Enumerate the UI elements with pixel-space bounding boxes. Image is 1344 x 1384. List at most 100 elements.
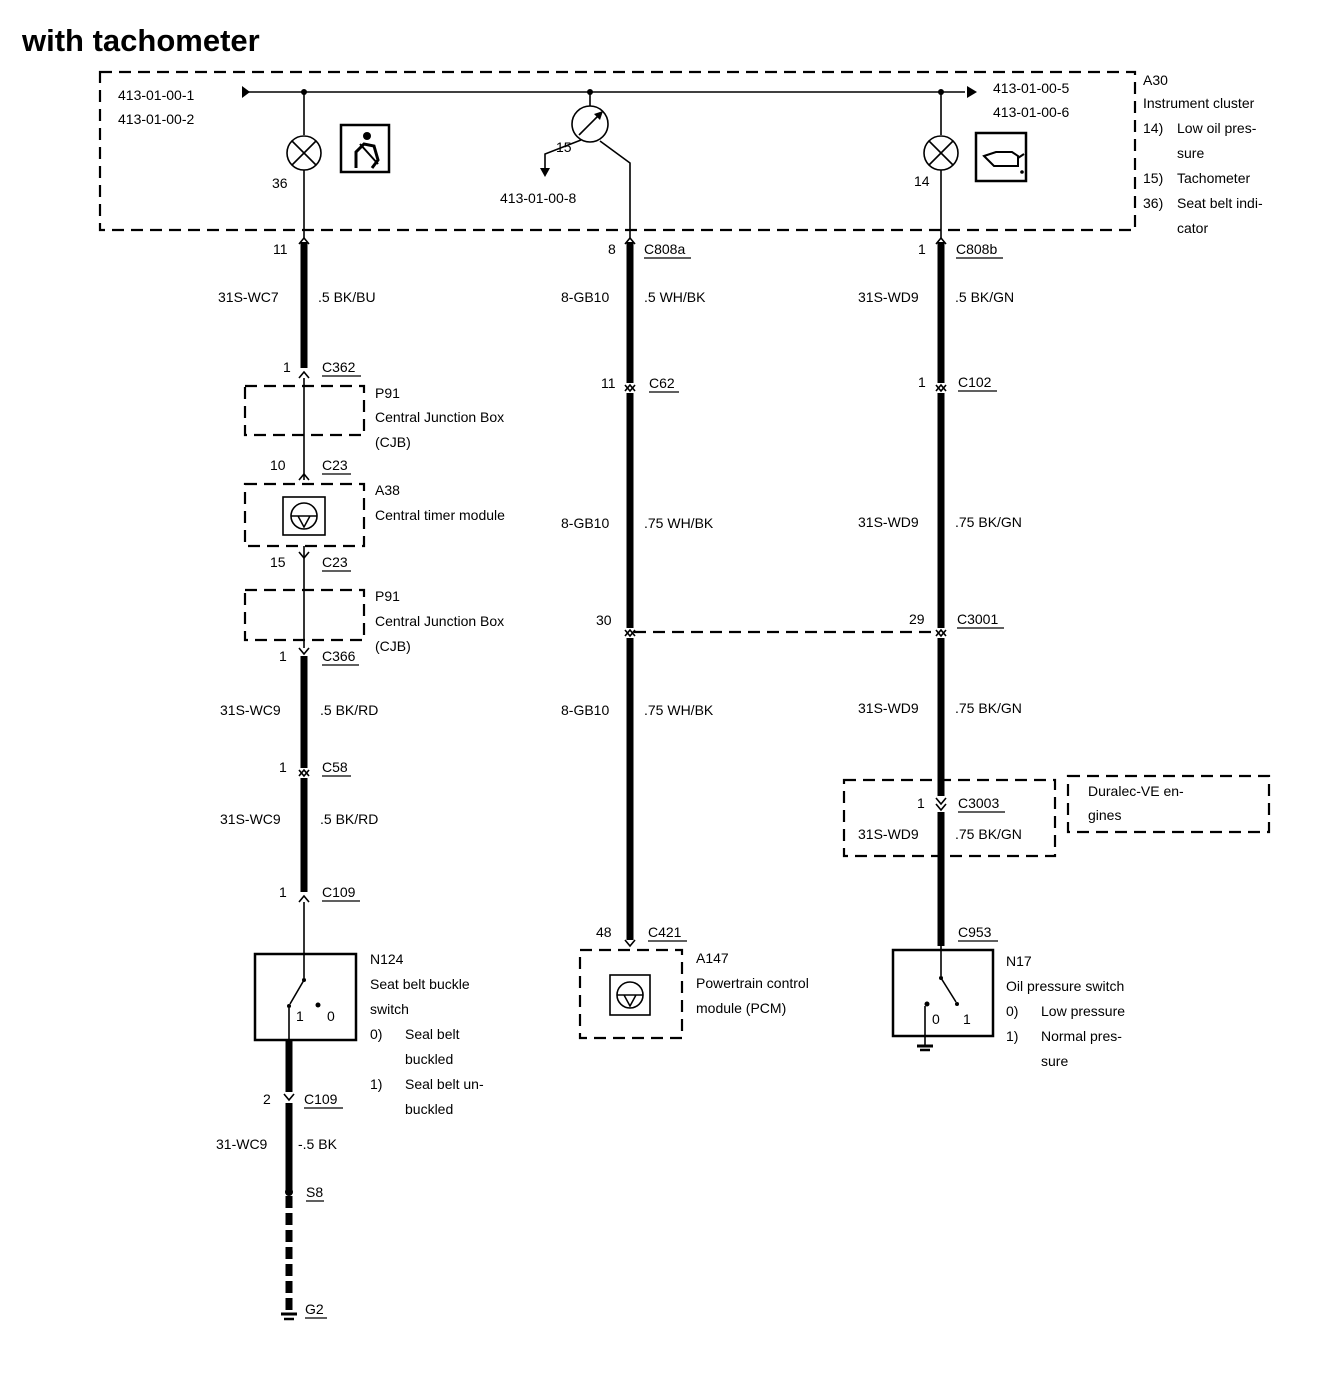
c3001-name: C3001 <box>957 611 998 627</box>
c808b-pin: 1 <box>918 241 926 257</box>
engine-note-line1: Duralec-VE en- <box>1088 783 1184 799</box>
oil-state1-line2: sure <box>1041 1053 1068 1069</box>
ground-g2-icon <box>281 1312 297 1321</box>
ground-label: G2 <box>305 1301 324 1317</box>
cjb1-line2: (CJB) <box>375 434 411 450</box>
c62-pin: 11 <box>601 375 616 391</box>
legend-14-num: 14) <box>1143 120 1163 136</box>
mid-wire3-spec: .75 WH/BK <box>644 702 714 718</box>
seatbelt-switch-contacts-icon <box>287 954 321 1040</box>
c109a-pin: 1 <box>279 884 287 900</box>
oil-switch-contacts-icon <box>924 946 959 1046</box>
c109b-name: C109 <box>304 1091 338 1107</box>
tachometer-gauge-icon <box>571 105 609 143</box>
right-wire1-circuit: 31S-WD9 <box>858 289 919 305</box>
splice-s8-icon <box>285 1188 293 1196</box>
right-wire1-spec: .5 BK/GN <box>955 289 1014 305</box>
legend-36-line2: cator <box>1177 220 1208 236</box>
seatbelt-switch-pos1: 1 <box>296 1008 304 1024</box>
bus-arrow-left <box>242 86 250 98</box>
c808a-name: C808a <box>644 241 685 257</box>
pcm-line1: Powertrain control <box>696 975 809 991</box>
right-wire4-circuit: 31S-WD9 <box>858 826 919 842</box>
central-timer-box <box>243 482 366 548</box>
c366-name: C366 <box>322 648 356 664</box>
engine-note-box <box>1066 774 1271 834</box>
cluster-ref-right-2: 413-01-00-6 <box>993 104 1069 120</box>
wire1-spec: .5 BK/BU <box>318 289 376 305</box>
mid-wire1-circuit: 8-GB10 <box>561 289 609 305</box>
pcm-box <box>578 948 684 1040</box>
oil-state1-num: 1) <box>1006 1028 1018 1044</box>
c3003-name: C3003 <box>958 795 999 811</box>
legend-14-line1: Low oil pres- <box>1177 120 1257 136</box>
tachometer-circuit: 8 C808a 8-GB10 .5 WH/BK 11 C62 8-GB10 .7… <box>561 236 809 1040</box>
oil-switch-box <box>891 948 995 1038</box>
bus-arrow-right <box>967 86 977 98</box>
oil-switch-pos1: 1 <box>963 1011 971 1027</box>
seatbelt-switch-name2: switch <box>370 1001 409 1017</box>
pcm-id: A147 <box>696 950 729 966</box>
wire1-circuit: 31S-WC7 <box>218 289 279 305</box>
c366-pin: 1 <box>279 648 287 664</box>
c3001-mid-pin: 30 <box>596 612 612 628</box>
right-wire2-spec: .75 BK/GN <box>955 514 1022 530</box>
c109a-name: C109 <box>322 884 356 900</box>
timer-name: Central timer module <box>375 507 505 523</box>
c58-name: C58 <box>322 759 348 775</box>
c808a-pin: 8 <box>608 241 616 257</box>
tachometer-pin: 15 <box>556 139 572 155</box>
switch-state1-num: 1) <box>370 1076 382 1092</box>
tachometer-ref: 413-01-00-8 <box>500 190 576 206</box>
legend-36-num: 36) <box>1143 195 1163 211</box>
seatbelt-lamp-icon <box>286 135 322 171</box>
wire2-spec: .5 BK/RD <box>320 702 378 718</box>
switch-state1-line1: Seal belt un- <box>405 1076 484 1092</box>
timer-module-icon <box>282 496 326 536</box>
wire3-circuit: 31S-WC9 <box>220 811 281 827</box>
cluster-name: Instrument cluster <box>1143 95 1255 111</box>
oil-switch-pos0: 0 <box>932 1011 940 1027</box>
c23a-name: C23 <box>322 457 348 473</box>
oil-state0-line1: Low pressure <box>1041 1003 1125 1019</box>
right-wire3-spec: .75 BK/GN <box>955 700 1022 716</box>
cjb1-id: P91 <box>375 385 400 401</box>
legend-14-line2: sure <box>1177 145 1204 161</box>
splice-label: S8 <box>306 1184 323 1200</box>
c102-pin: 1 <box>918 374 926 390</box>
cjb1-line1: Central Junction Box <box>375 409 504 425</box>
seatbelt-switch-box <box>253 952 358 1042</box>
instrument-cluster: 413-01-00-1 413-01-00-2 413-01-00-5 413-… <box>98 70 1263 238</box>
pcm-module-icon <box>609 974 651 1016</box>
seatbelt-circuit: 11 31S-WC7 .5 BK/BU 1 C362 P91 Central J… <box>216 236 505 1321</box>
seatbelt-switch-id: N124 <box>370 951 404 967</box>
cluster-dashed-box <box>98 70 1137 232</box>
legend-15-line1: Tachometer <box>1177 170 1250 186</box>
c421-pin: 48 <box>596 924 612 940</box>
c3003-pin: 1 <box>917 795 925 811</box>
c58-pin: 1 <box>279 759 287 775</box>
c23a-pin: 10 <box>270 457 286 473</box>
cluster-id: A30 <box>1143 72 1168 88</box>
legend-36-line1: Seat belt indi- <box>1177 195 1263 211</box>
right-wire3-circuit: 31S-WD9 <box>858 700 919 716</box>
oil-switch-ground-icon <box>917 1044 933 1052</box>
right-wire2-circuit: 31S-WD9 <box>858 514 919 530</box>
oil-can-symbol-icon <box>974 131 1028 183</box>
switch-state0-line1: Seal belt <box>405 1026 460 1042</box>
c421-name: C421 <box>648 924 682 940</box>
mid-wire3-circuit: 8-GB10 <box>561 702 609 718</box>
mid-wire2-circuit: 8-GB10 <box>561 515 609 531</box>
seatbelt-switch-pos0: 0 <box>327 1008 335 1024</box>
engine-note-line2: gines <box>1088 807 1121 823</box>
diagram-title: with tachometer <box>21 23 260 58</box>
oil-state1-line1: Normal pres- <box>1041 1028 1122 1044</box>
seatbelt-symbol-icon <box>339 123 391 174</box>
oil-pressure-circuit: 1 C808b 31S-WD9 .5 BK/GN 1 C102 31S-WD9 … <box>842 236 1271 1069</box>
cluster-ref-right-1: 413-01-00-5 <box>993 80 1069 96</box>
cjb2-id: P91 <box>375 588 400 604</box>
oil-state0-num: 0) <box>1006 1003 1018 1019</box>
cluster-ref-left-2: 413-01-00-2 <box>118 111 194 127</box>
switch-state0-num: 0) <box>370 1026 382 1042</box>
